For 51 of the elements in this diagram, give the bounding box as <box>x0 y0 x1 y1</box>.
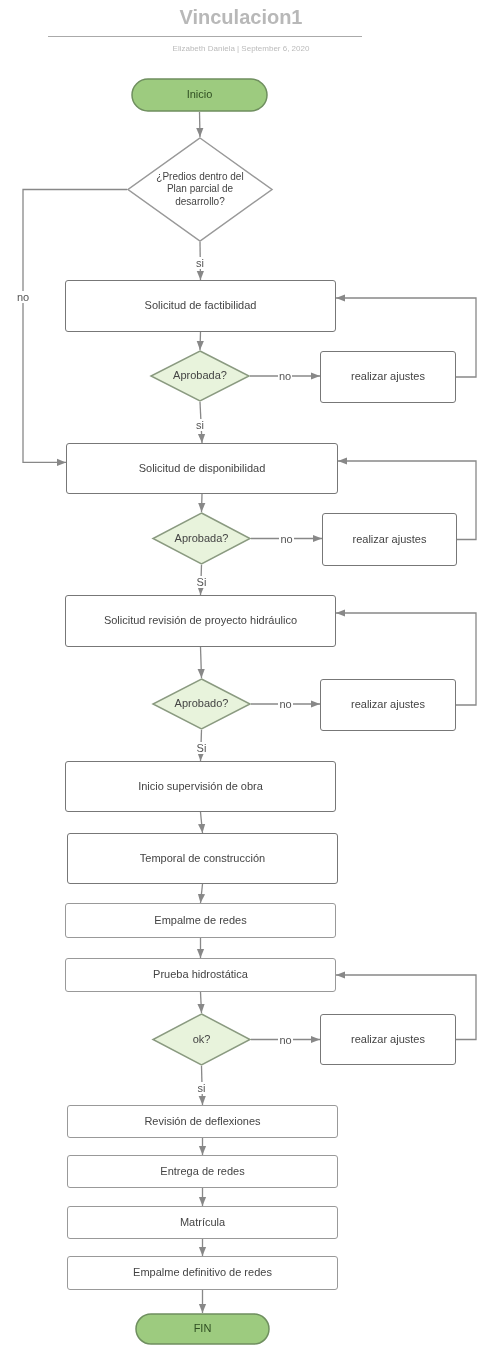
edge-label: si <box>195 418 205 431</box>
decision-diamond: Aprobada? <box>152 512 251 565</box>
arrow <box>196 111 204 138</box>
title: Vinculacion1 <box>178 6 304 29</box>
edge-label: si <box>196 1081 207 1094</box>
process-box: Empalme definitivo de redes <box>67 1256 338 1290</box>
process-box: Revisión de deflexiones <box>67 1105 338 1138</box>
edge-label: si <box>195 257 205 269</box>
decision-diamond: Aprobada? <box>150 350 250 402</box>
terminal-shape: FIN <box>135 1313 270 1345</box>
edge-label: Si <box>195 741 208 754</box>
process-box: Solicitud revisión de proyecto hidráulico <box>65 595 336 647</box>
decision-diamond: ¿Predios dentro del Plan parcial de desarrollo? <box>127 137 273 242</box>
arrow <box>198 1238 207 1257</box>
process-box: Temporal de construcción <box>67 833 338 884</box>
edge-label: no <box>15 291 31 303</box>
arrow <box>335 294 477 378</box>
decision-diamond: ok? <box>152 1013 251 1066</box>
edge-label: Si <box>195 576 208 588</box>
arrow <box>337 457 477 541</box>
arrow <box>197 646 205 679</box>
arrow <box>197 883 206 904</box>
process-box: Prueba hidrostática <box>65 958 336 992</box>
arrow <box>198 1065 206 1106</box>
arrow <box>196 331 204 351</box>
arrow <box>22 188 128 466</box>
process-box: realizar ajustes <box>320 1014 456 1065</box>
arrow <box>197 991 205 1014</box>
process-box: realizar ajustes <box>322 513 457 566</box>
process-box: Inicio supervisión de obra <box>65 761 336 812</box>
arrow <box>198 811 206 834</box>
process-box: Entrega de redes <box>67 1155 338 1188</box>
process-box: realizar ajustes <box>320 351 456 403</box>
arrow <box>198 1289 207 1314</box>
process-box: Empalme de redes <box>65 903 336 938</box>
process-box: Solicitud de disponibilidad <box>66 443 338 494</box>
arrow <box>335 971 477 1041</box>
process-box: realizar ajustes <box>320 679 456 731</box>
terminal-shape: Inicio <box>131 78 268 112</box>
arrow <box>198 493 206 513</box>
arrow <box>250 534 323 543</box>
arrow <box>197 401 206 444</box>
arrow <box>198 1187 207 1207</box>
decision-diamond: Aprobado? <box>152 678 251 730</box>
process-box: Matrícula <box>67 1206 338 1239</box>
arrow <box>249 372 321 380</box>
arrow <box>196 937 205 959</box>
process-box: Solicitud de factibilidad <box>65 280 336 332</box>
arrow <box>197 729 205 762</box>
arrow <box>198 1137 207 1156</box>
arrow <box>335 609 477 706</box>
